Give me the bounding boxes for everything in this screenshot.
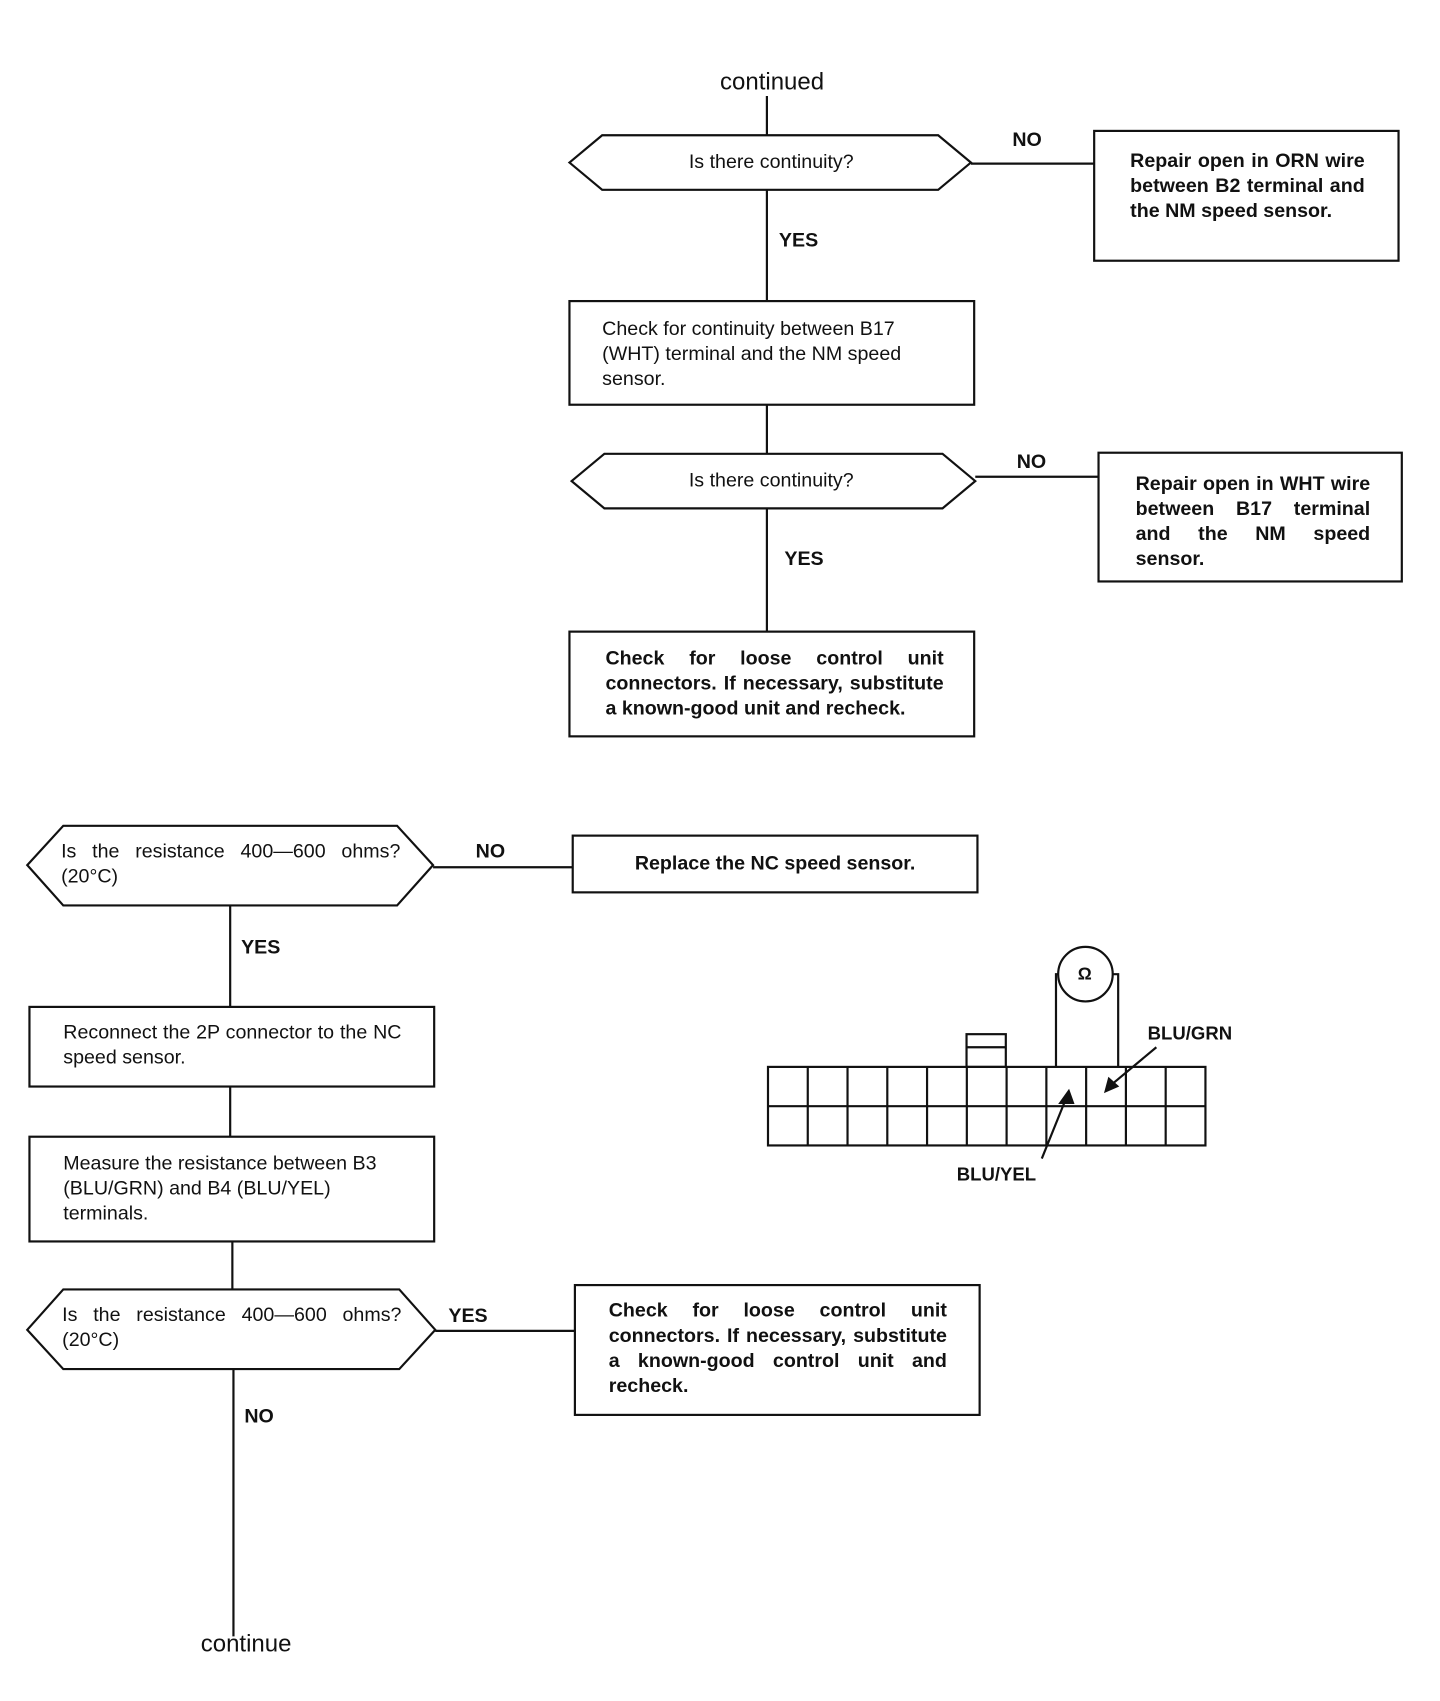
- arrow-blu-yel: [1040, 1095, 1068, 1159]
- step-reconnect-2p: Reconnect the 2P connector to the NC spe…: [63, 1021, 402, 1068]
- connector-lock-tab: [965, 1033, 1007, 1068]
- decision-1-text: Is there continuity?: [688, 150, 854, 173]
- continue-label: continue: [200, 1629, 292, 1658]
- no-label: NO: [1016, 450, 1047, 473]
- ohm-symbol: Ω: [1077, 965, 1092, 984]
- box-shape: [573, 1283, 981, 1416]
- box-shape: [1097, 451, 1403, 583]
- label-blu-grn: BLU/GRN: [1147, 1023, 1233, 1044]
- decision-2-text: Is there continuity?: [688, 469, 854, 491]
- step-check-b17: Check for continuity between B17 (WHT) t…: [602, 317, 902, 390]
- yes-label: YES: [784, 547, 824, 570]
- arrow-blu-grn: [1109, 1046, 1158, 1087]
- result-repair-wht: Repair open in WHT wire between B17 term…: [1135, 472, 1371, 570]
- yes-label: YES: [448, 1304, 488, 1327]
- step-check-connectors: Check for loose control unit connectors.…: [605, 646, 944, 719]
- no-label: NO: [475, 839, 506, 862]
- box-shape: [1093, 129, 1400, 262]
- box-shape: [28, 1005, 436, 1088]
- decision-3-text: Is the resistance 400—600 ohms? (20°C): [61, 839, 401, 887]
- decision-4-text: Is the resistance 400—600 ohms? (20°C): [62, 1303, 402, 1351]
- yes-label: YES: [241, 935, 281, 958]
- decision-shape-2: [569, 452, 977, 510]
- yes-label: YES: [778, 229, 819, 251]
- result-check-control-unit: Check for loose control unit connectors.…: [608, 1299, 947, 1397]
- box-shape: [568, 299, 976, 406]
- box-shape: [568, 630, 976, 738]
- step-measure-resistance: Measure the resistance between B3 (BLU/G…: [63, 1151, 377, 1224]
- continued-label: continued: [719, 67, 825, 95]
- connector-diagram: [766, 945, 1207, 1159]
- box-shape: [571, 834, 979, 894]
- result-repair-orn: Repair open in ORN wire between B2 termi…: [1130, 149, 1365, 222]
- label-blu-yel: BLU/YEL: [956, 1163, 1037, 1185]
- decision-shape-3: [25, 824, 435, 907]
- result-replace-nc-sensor: Replace the NC speed sensor.: [634, 851, 916, 874]
- no-label: NO: [244, 1405, 274, 1427]
- no-label: NO: [1012, 128, 1042, 151]
